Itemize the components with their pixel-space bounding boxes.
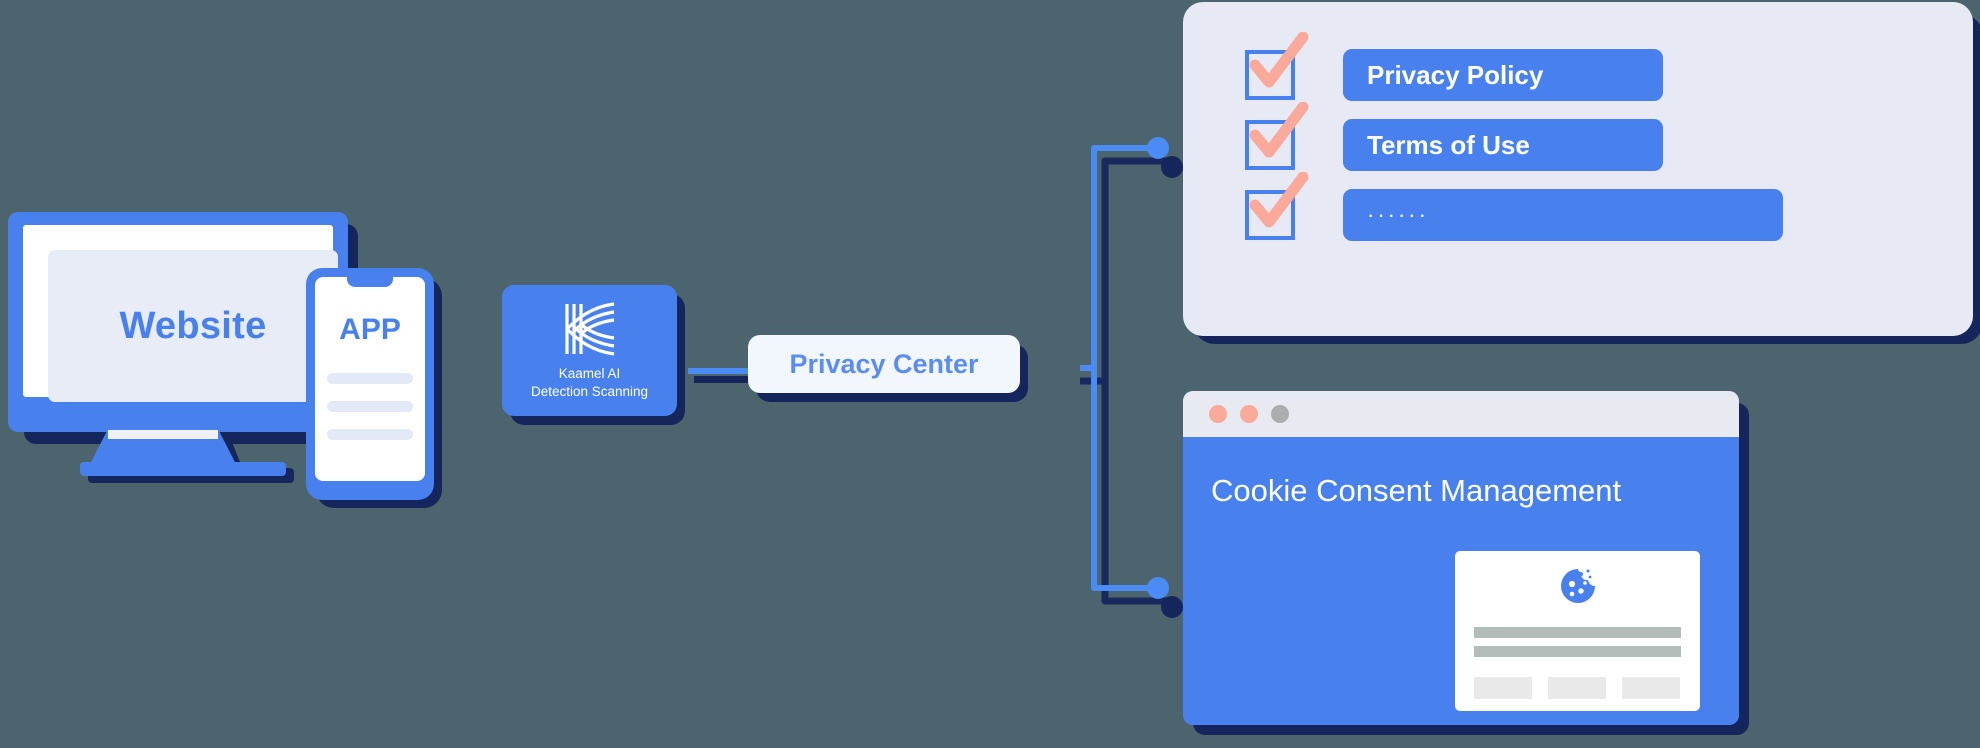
checkmark-icon <box>1249 32 1309 88</box>
connector-endpoint-bottom <box>1147 577 1169 599</box>
monitor-screen: Website <box>48 250 338 402</box>
privacy-center-pill[interactable]: Privacy Center <box>748 335 1020 393</box>
checkmark-icon <box>1249 172 1309 228</box>
kaamel-line-2: Detection Scanning <box>530 383 649 399</box>
connector-endpoint-top <box>1147 137 1169 159</box>
window-maximize-dot[interactable] <box>1271 405 1289 423</box>
connector-scanner-to-hub-shadow <box>694 376 756 383</box>
document-row[interactable]: ······ <box>1245 172 1973 250</box>
document-pill[interactable]: Terms of Use <box>1343 119 1663 171</box>
connector-endpoint-top-shadow <box>1161 156 1183 178</box>
phone-content-line <box>327 429 413 440</box>
cookie-banner-card <box>1455 551 1700 711</box>
kaamel-card-body[interactable]: Kaamel AI Detection Scanning <box>502 285 677 416</box>
privacy-center-label: Privacy Center <box>789 348 979 379</box>
website-label: Website <box>119 304 267 347</box>
document-pill[interactable]: Privacy Policy <box>1343 49 1663 101</box>
legal-documents-panel: Privacy Policy Terms of Use <box>1183 2 1980 352</box>
document-row[interactable]: Terms of Use <box>1245 102 1973 180</box>
privacy-center-node[interactable]: Privacy Center <box>748 335 1033 405</box>
document-label: Privacy Policy <box>1367 59 1544 90</box>
connector-bracket-shadow <box>1080 157 1171 605</box>
connector-endpoint-bottom-shadow <box>1161 596 1183 618</box>
connector-bracket <box>1080 145 1171 605</box>
phone-content-line <box>327 373 413 384</box>
cookie-action-button[interactable] <box>1622 677 1680 699</box>
monitor-neck-highlight <box>108 430 218 439</box>
monitor-base <box>80 462 286 476</box>
cookie-icon <box>1560 569 1595 603</box>
kaamel-card-text: Kaamel AI Detection Scanning <box>531 365 648 401</box>
app-phone: APP <box>306 268 446 508</box>
documents-panel-body: Privacy Policy Terms of Use <box>1183 2 1973 336</box>
checkbox-privacy-policy[interactable] <box>1245 32 1309 100</box>
cookie-consent-window: Cookie Consent Management <box>1183 391 1980 746</box>
website-monitor: Website <box>8 212 358 517</box>
phone-notch <box>347 277 393 287</box>
connector-scanner-to-hub <box>688 368 756 374</box>
phone-screen: APP <box>315 277 425 481</box>
cookie-window-heading: Cookie Consent Management <box>1211 473 1622 508</box>
checkbox-terms-of-use[interactable] <box>1245 102 1309 170</box>
cookie-window-body: Cookie Consent Management <box>1183 391 1739 725</box>
cookie-text-bar <box>1474 627 1681 638</box>
kaamel-scanner-card[interactable]: Kaamel AI Detection Scanning <box>502 285 687 425</box>
cookie-window-titlebar <box>1183 391 1739 437</box>
monitor-bezel: Website <box>23 225 338 402</box>
kaamel-line-1: Kaamel AI <box>558 365 621 381</box>
document-label: ······ <box>1367 202 1429 227</box>
document-label: Terms of Use <box>1367 129 1530 160</box>
window-close-dot[interactable] <box>1209 405 1227 423</box>
cookie-text-bar <box>1474 646 1681 657</box>
monitor-frame: Website <box>8 212 348 432</box>
checkbox-more-documents[interactable] <box>1245 172 1309 240</box>
document-row[interactable]: Privacy Policy <box>1245 32 1973 110</box>
connector-bracket-line <box>1080 145 1161 591</box>
document-pill[interactable]: ······ <box>1343 189 1783 241</box>
phone-content-line <box>327 401 413 412</box>
checkmark-icon <box>1249 102 1309 158</box>
cookie-action-button[interactable] <box>1548 677 1606 699</box>
app-label: APP <box>339 313 401 346</box>
kaamel-logo-icon <box>564 301 614 356</box>
phone-body: APP <box>306 268 434 500</box>
cookie-window-content: Cookie Consent Management <box>1183 437 1739 725</box>
cookie-action-button[interactable] <box>1474 677 1532 699</box>
window-minimize-dot[interactable] <box>1240 405 1258 423</box>
